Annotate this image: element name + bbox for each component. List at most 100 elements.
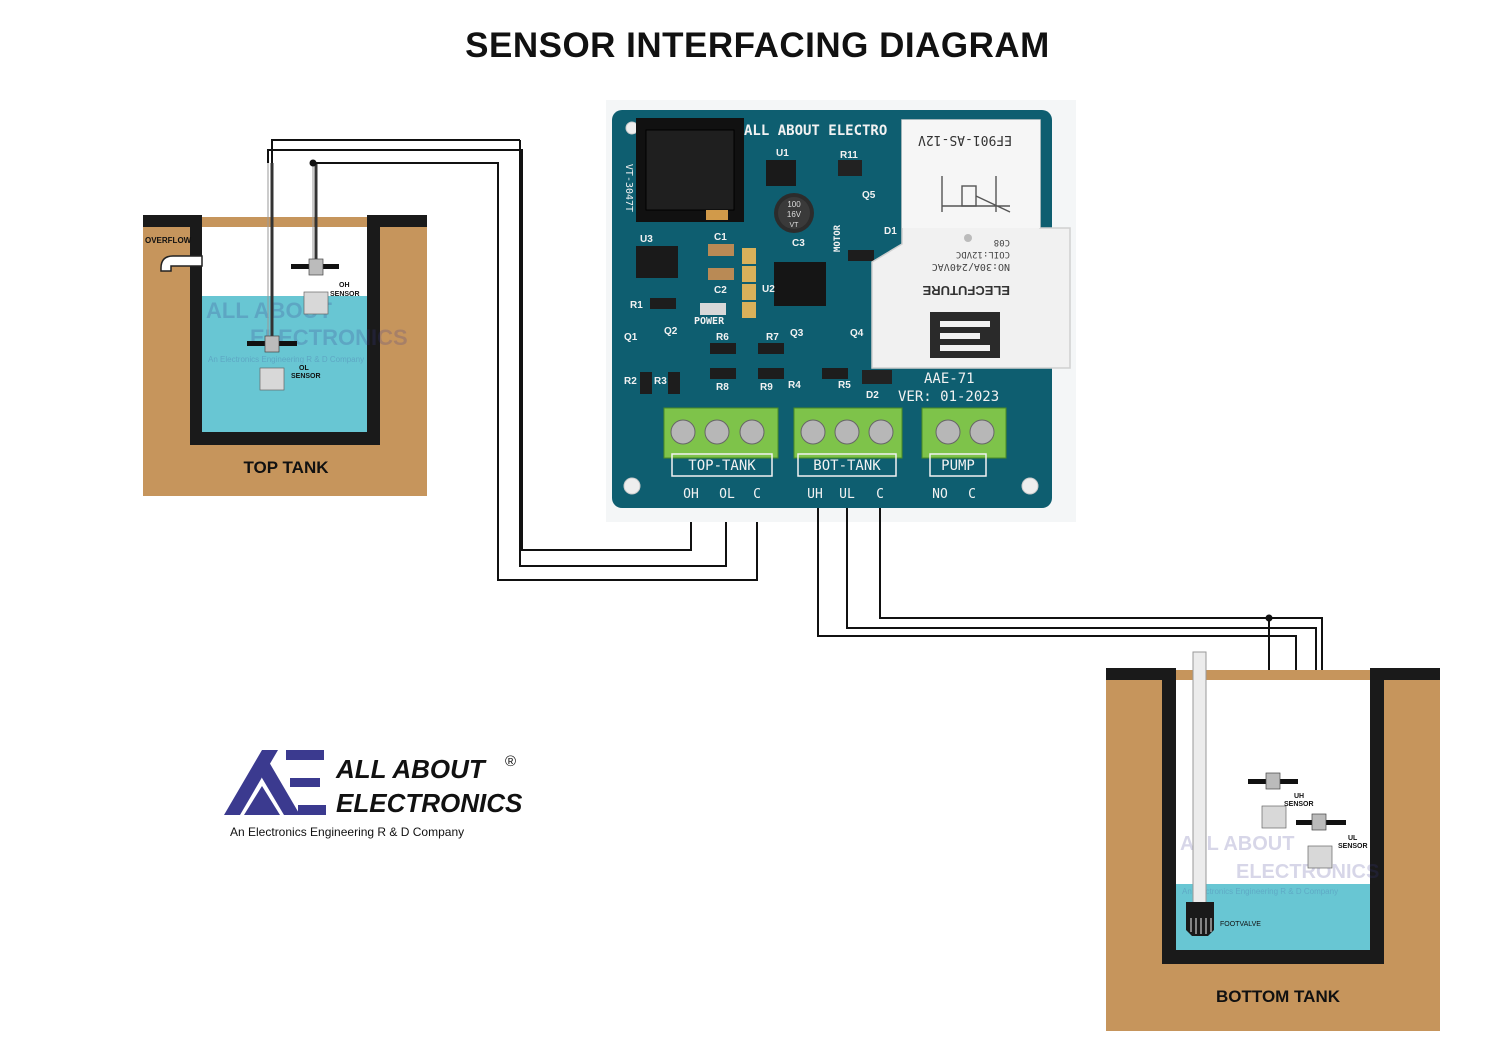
mount-hole: [1021, 477, 1039, 495]
oh-sensor-label-1: OH: [339, 282, 350, 289]
bottom-tank-watermark: ALL ABOUT ELECTRONICS An Electronics Eng…: [1180, 833, 1379, 896]
comp-d1: D1: [884, 226, 897, 237]
controller-board: ALL ABOUT ELECTRO VT-3047T 100 16V VT: [606, 100, 1076, 522]
motor-label: MOTOR: [833, 224, 843, 252]
r3: [668, 372, 680, 394]
comp-q1: Q1: [624, 332, 638, 343]
watermark-b-line1: ALL ABOUT: [1180, 833, 1294, 855]
logo-tagline: An Electronics Engineering R & D Company: [230, 825, 464, 839]
comp-q5: Q5: [862, 190, 876, 201]
ul-sensor-label-1: UL: [1348, 835, 1358, 842]
terminal-group-label-bot: BOT-TANK: [813, 458, 881, 474]
r1: [650, 298, 676, 309]
suction-pipe: [1192, 651, 1207, 905]
ul-sensor-label-2: SENSOR: [1338, 843, 1368, 850]
relay-brand: ELECFUTURE: [922, 283, 1010, 298]
cap-value: 100: [787, 200, 801, 209]
oh-sensor: OH SENSOR: [291, 163, 360, 315]
terminal-group-label-top: TOP-TANK: [688, 458, 756, 474]
relay-rating: NO:30A/240VAC: [932, 261, 1010, 272]
bottom-tank: BOTTOM TANK ALL ABOUT ELECTRONICS An Ele…: [1106, 651, 1440, 1031]
terminal-group-label-pump: PUMP: [941, 458, 975, 474]
board-brand: ALL ABOUT ELECTRO: [744, 123, 887, 139]
pin-no: NO: [932, 487, 948, 502]
comp-q3: Q3: [790, 328, 804, 339]
component-labels: U1 R11 Q5 U3 C1 C2 U2 R1 Q1 Q2 R6 R7 R8 …: [624, 148, 897, 401]
r5: [822, 368, 848, 379]
overflow-label: OVERFLOW: [145, 236, 192, 245]
comp-c2: C2: [714, 285, 727, 296]
uh-sensor: UH SENSOR: [1248, 772, 1314, 829]
footvalve-icon: [1186, 902, 1214, 936]
pin-oh: OH: [683, 487, 699, 502]
comp-c3: C3: [792, 238, 805, 249]
relay: EF901-AS-12V NO:30A/240VAC COIL:12VDC C0…: [871, 119, 1071, 369]
comp-r2: R2: [624, 376, 637, 387]
pin-ol: OL: [719, 487, 735, 502]
elecfuture-logo-icon: [930, 312, 1000, 358]
power-label: POWER: [694, 316, 725, 327]
uh-sensor-label-1: UH: [1294, 793, 1304, 800]
footvalve-strainer: [1190, 918, 1212, 934]
wire-junction-bottom: [1265, 614, 1273, 622]
comp-r6: R6: [716, 332, 729, 343]
top-tank-wall: [143, 215, 427, 445]
watermark-b-tagline: An Electronics Engineering R & D Company: [1182, 887, 1338, 896]
relay-code: C08: [994, 237, 1010, 247]
comp-q2: Q2: [664, 326, 678, 337]
r8: [710, 368, 736, 379]
relay-coil: COIL:12VDC: [956, 249, 1010, 259]
top-tank-air: [202, 227, 367, 296]
logo-line2: ELECTRONICS: [336, 788, 523, 818]
c2: [708, 268, 734, 280]
terminal-block-pump: PUMP NO C: [921, 407, 1007, 502]
oh-sensor-label-2: SENSOR: [330, 291, 360, 298]
comp-r8: R8: [716, 382, 729, 393]
bottom-tank-label: BOTTOM TANK: [1216, 987, 1341, 1006]
comp-d2: D2: [866, 390, 879, 401]
d2: [862, 370, 892, 384]
ae-logo-icon: [224, 750, 326, 815]
ol-sensor: OL SENSOR: [247, 163, 321, 391]
comp-c1: C1: [714, 232, 727, 243]
ul-sensor: UL SENSOR: [1296, 813, 1368, 869]
r7: [758, 343, 784, 354]
wire-c-top: [316, 162, 758, 581]
comp-r7: R7: [766, 332, 779, 343]
r2: [640, 372, 652, 394]
comp-u1: U1: [776, 148, 789, 159]
terminal-block-top-tank: TOP-TANK OH OL C: [663, 407, 779, 502]
wire-junction-top: [309, 159, 317, 167]
relay-schematic-icon: [941, 176, 1011, 213]
logo-line1: ALL ABOUT: [335, 754, 487, 784]
top-tank-water: [202, 296, 367, 432]
watermark-b-line2: ELECTRONICS: [1236, 861, 1379, 883]
comp-r11: R11: [840, 150, 858, 161]
c1: [708, 244, 734, 256]
cap-code: VT: [790, 222, 800, 229]
top-tank: OVERFLOW TOP TANK ALL ABOUT ELECTRONICS …: [143, 163, 427, 496]
uh-sensor-label-2: SENSOR: [1284, 801, 1314, 808]
mount-hole: [623, 477, 641, 495]
pin-c-pump: C: [968, 487, 976, 502]
ol-sensor-label-1: OL: [299, 365, 309, 372]
relay-model: EF901-AS-12V: [918, 132, 1012, 147]
r9: [758, 368, 784, 379]
cap-voltage: 16V: [787, 210, 802, 219]
board-model: AAE-71: [924, 371, 975, 387]
ic-u3: [636, 246, 678, 278]
wire-ol-a: [271, 139, 520, 163]
comp-r1: R1: [630, 300, 643, 311]
terminal-block-bot-tank: BOT-TANK UH UL C: [793, 407, 903, 502]
pin-c-bot: C: [876, 487, 884, 502]
pin-uh: UH: [807, 487, 823, 502]
footvalve-label: FOOTVALVE: [1220, 921, 1261, 928]
page-title: SENSOR INTERFACING DIAGRAM: [465, 26, 1050, 65]
comp-r9: R9: [760, 382, 773, 393]
logo-registered: ®: [505, 753, 516, 770]
top-tank-label: TOP TANK: [243, 458, 329, 477]
pin-ul: UL: [839, 487, 855, 502]
comp-u2: U2: [762, 284, 775, 295]
ic-u2: [774, 262, 826, 306]
